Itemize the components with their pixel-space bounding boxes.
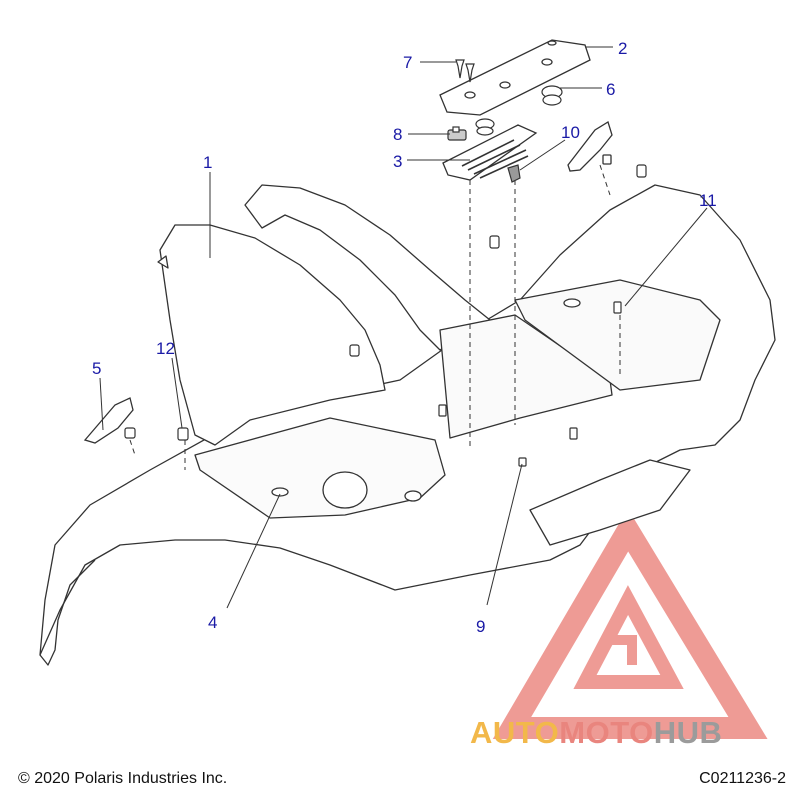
rubber-bumper xyxy=(475,85,563,136)
callout-2: 2 xyxy=(618,39,627,58)
fasteners xyxy=(124,164,647,467)
right-handle xyxy=(567,121,613,172)
callout-5: 5 xyxy=(92,359,101,378)
watermark-part-moto: MOTO xyxy=(559,715,654,750)
mounting-plate xyxy=(442,124,538,181)
watermark-part-hub: HUB xyxy=(653,715,723,750)
callout-1: 1 xyxy=(203,153,212,172)
callout-10: 10 xyxy=(561,123,580,142)
rear-fender-body xyxy=(39,184,776,666)
callout-4: 4 xyxy=(208,613,217,632)
callout-11: 11 xyxy=(699,191,717,210)
drawing-number: C0211236-2 xyxy=(699,770,786,787)
callout-9: 9 xyxy=(476,617,485,636)
automotohub-logo-icon xyxy=(492,508,768,739)
callout-3: 3 xyxy=(393,152,402,171)
watermark-part-auto: AUTO xyxy=(470,715,560,750)
callout-12: 12 xyxy=(156,339,175,358)
latch-clip xyxy=(447,126,467,141)
copyright-notice: © 2020 Polaris Industries Inc. xyxy=(18,770,228,787)
assembly-lines xyxy=(129,164,621,470)
watermark-text: AUTOMOTOHUB xyxy=(470,715,722,751)
callout-labels: 1 2 3 4 5 6 7 8 9 10 11 12 xyxy=(92,39,717,636)
leader-lines xyxy=(99,46,708,609)
push-fastener xyxy=(507,164,521,183)
callout-7: 7 xyxy=(403,53,412,72)
callout-6: 6 xyxy=(606,80,615,99)
rack-bracket xyxy=(439,39,591,116)
left-handle xyxy=(83,397,134,444)
screws xyxy=(455,59,475,83)
callout-8: 8 xyxy=(393,125,402,144)
